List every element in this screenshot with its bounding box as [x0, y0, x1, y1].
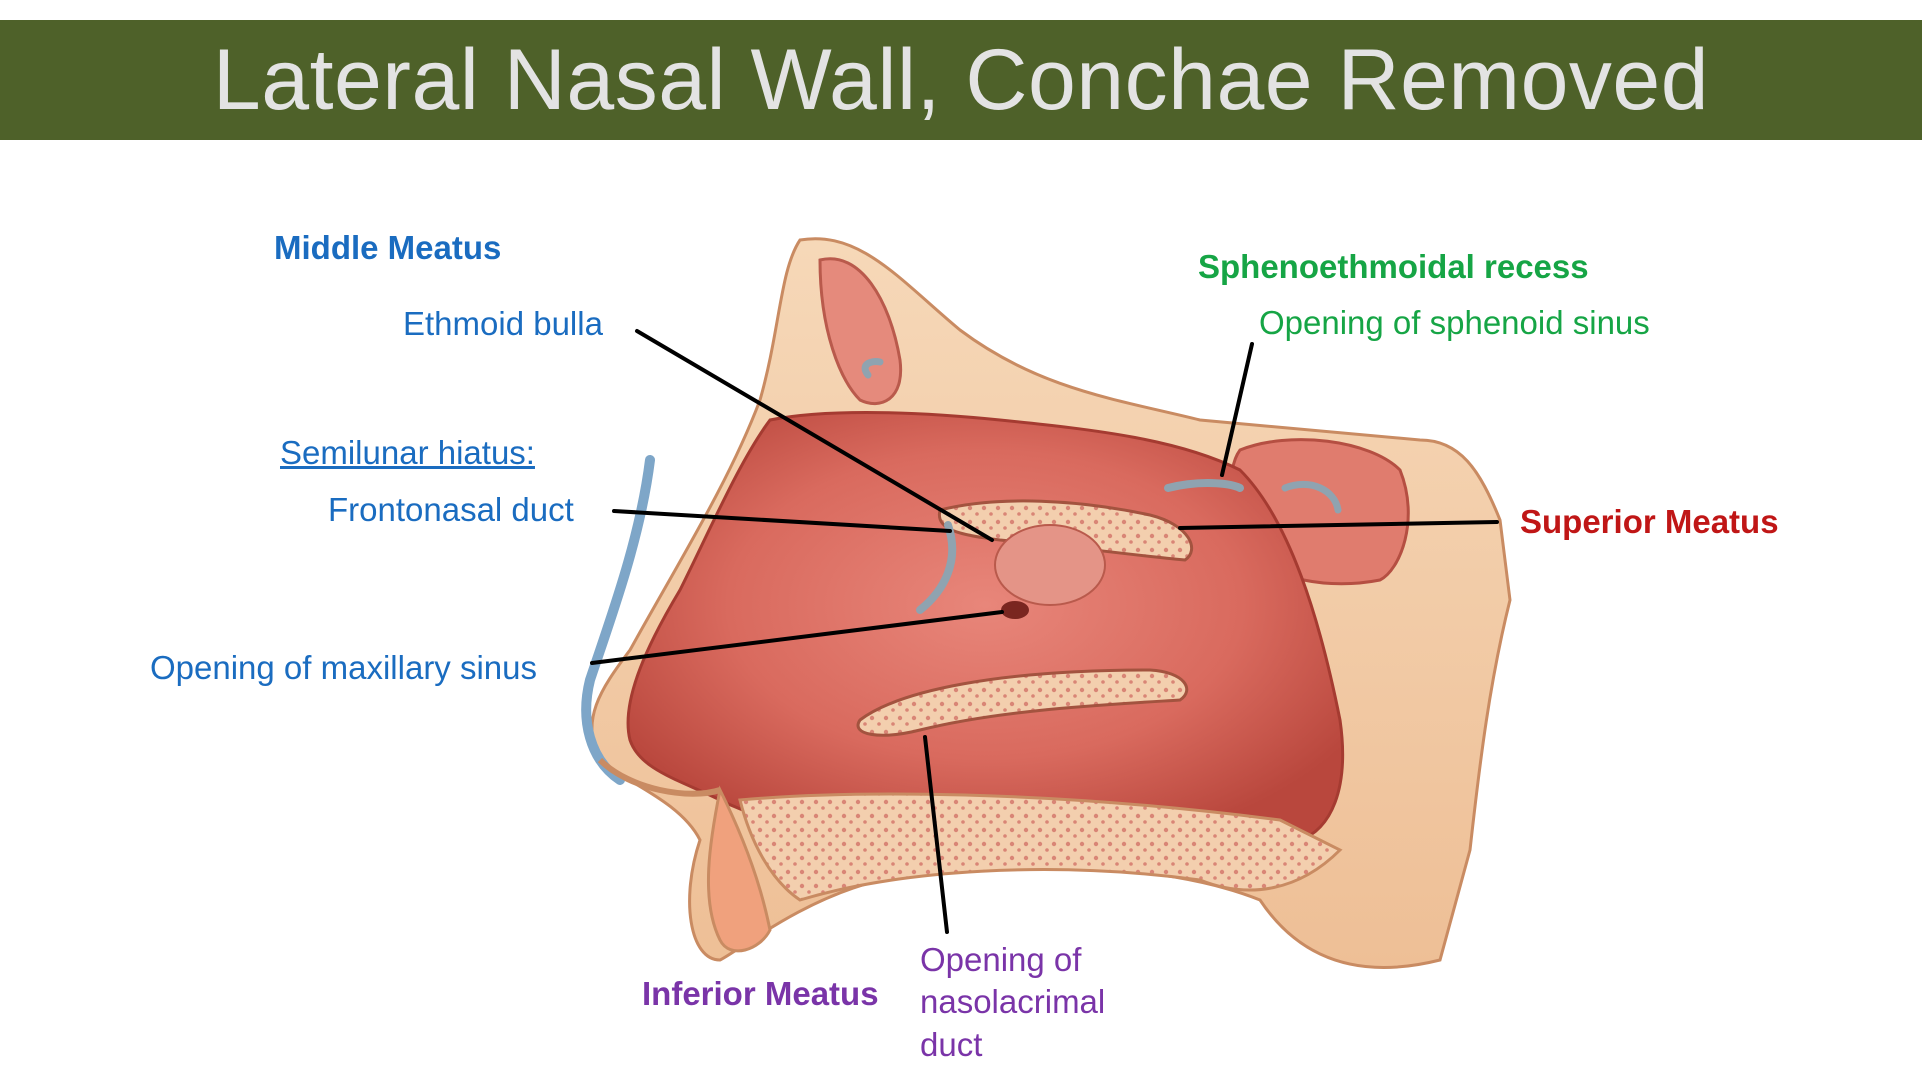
maxillary-opening-shape	[1001, 601, 1029, 619]
sphenoid-sinus-label: Opening of sphenoid sinus	[1259, 304, 1650, 341]
upper-lip	[707, 785, 772, 953]
nasolacrimal-label-line2: nasolacrimal	[920, 983, 1106, 1020]
nasolacrimal-label-line3: duct	[920, 1026, 983, 1063]
leader-ethmoid-bulla	[635, 329, 994, 542]
nasolacrimal-label-line1: Opening of	[920, 941, 1082, 978]
hiatus-probe	[916, 479, 1244, 614]
leader-superior-meatus	[1178, 520, 1499, 530]
ethmoid-bulla-shape	[994, 524, 1106, 606]
lateral-nasal-wall	[626, 411, 1345, 842]
leader-lines	[590, 329, 1499, 934]
semilunar-hiatus-label: Semilunar hiatus:	[280, 434, 535, 471]
title-bar: Lateral Nasal Wall, Conchae Removed	[0, 20, 1922, 140]
sphenoethmoidal-recess-heading: Sphenoethmoidal recess	[1198, 248, 1589, 285]
leader-nasolacrimal	[923, 735, 949, 934]
leader-frontonasal-duct	[612, 509, 952, 533]
slide-title: Lateral Nasal Wall, Conchae Removed	[212, 31, 1710, 128]
frontonasal-duct-label: Frontonasal duct	[328, 491, 574, 528]
inferior-concha-stump	[856, 668, 1189, 737]
leader-sphenoid-sinus	[1220, 342, 1254, 477]
hard-palate	[738, 792, 1343, 902]
ethmoid-bulla-label: Ethmoid bulla	[403, 305, 603, 342]
frontal-sinus	[818, 257, 903, 406]
superior-meatus-heading: Superior Meatus	[1520, 503, 1779, 540]
middle-meatus-heading: Middle Meatus	[274, 229, 502, 266]
maxillary-sinus-label: Opening of maxillary sinus	[150, 649, 538, 686]
leader-maxillary-sinus	[590, 610, 1004, 665]
inferior-meatus-heading: Inferior Meatus	[642, 975, 879, 1012]
